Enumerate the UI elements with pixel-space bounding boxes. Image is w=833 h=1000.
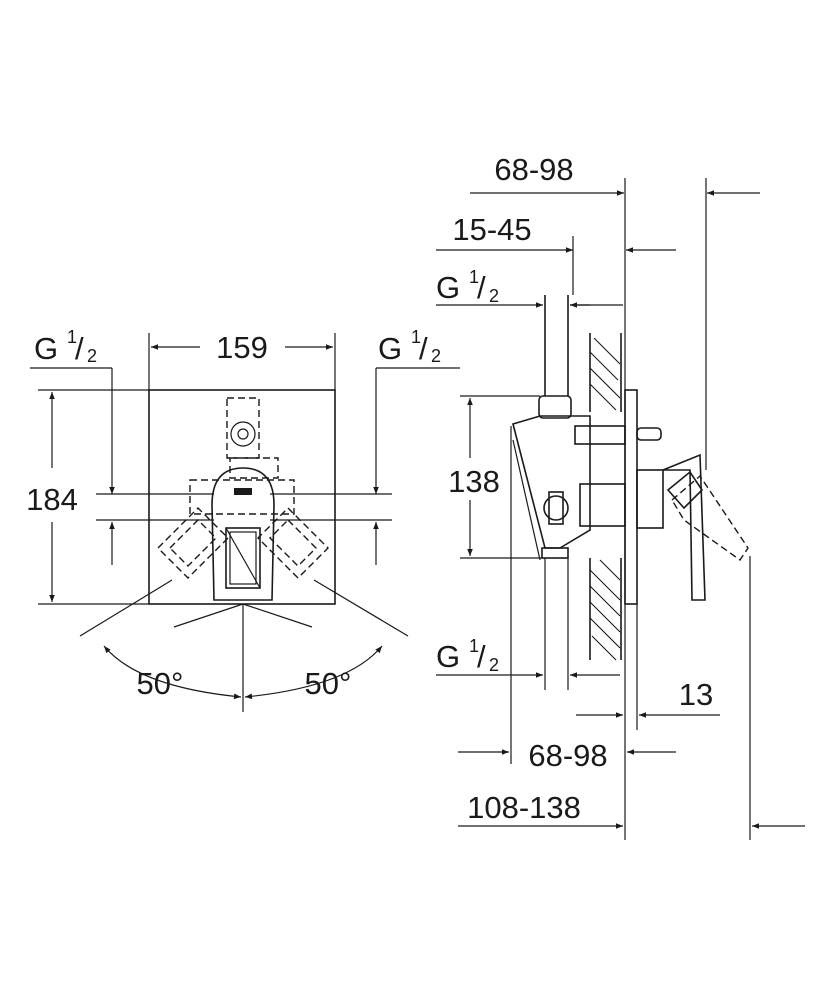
dim-top-inner: 15-45 <box>452 212 531 247</box>
dim-bottom-long: 108-138 <box>467 790 581 825</box>
svg-text:2: 2 <box>431 346 441 366</box>
valve-body-hidden <box>157 397 329 579</box>
svg-text:/: / <box>477 639 486 674</box>
dim-height: 184 <box>26 482 78 517</box>
svg-text:G: G <box>378 331 402 366</box>
svg-text:/: / <box>75 331 84 366</box>
side-view: 68-98 15-45 G 1 / 2 138 G 1 / <box>436 152 805 840</box>
cover-plate-side <box>624 389 638 605</box>
svg-text:1: 1 <box>67 327 77 347</box>
dim-bottom-mid: 68-98 <box>528 738 607 773</box>
dim-width: 159 <box>216 330 268 365</box>
svg-text:2: 2 <box>489 286 499 306</box>
svg-text:G: G <box>34 331 58 366</box>
front-view: 159 184 G 1 / 2 G 1 / 2 <box>26 327 460 712</box>
dim-height-side: 138 <box>448 464 500 499</box>
dim-plate: 13 <box>679 677 713 712</box>
svg-text:1: 1 <box>411 327 421 347</box>
angle-left-label: 50° <box>137 666 184 701</box>
thread-label-top: G 1 / 2 <box>436 267 499 306</box>
thread-label-right: G 1 / 2 <box>378 327 441 366</box>
svg-text:G: G <box>436 270 460 305</box>
thread-label-left: G 1 / 2 <box>34 327 97 366</box>
svg-text:1: 1 <box>469 636 479 656</box>
thread-label-bottom: G 1 / 2 <box>436 636 499 675</box>
brand-logo-icon <box>234 488 252 495</box>
svg-text:/: / <box>477 270 486 305</box>
valve-body-side <box>512 295 662 561</box>
svg-text:2: 2 <box>87 346 97 366</box>
wall-section <box>589 333 622 661</box>
svg-text:/: / <box>419 331 428 366</box>
svg-text:1: 1 <box>469 267 479 287</box>
dim-top-outer: 68-98 <box>494 152 573 187</box>
svg-text:G: G <box>436 639 460 674</box>
svg-text:2: 2 <box>489 655 499 675</box>
handle-side <box>636 453 749 601</box>
handle-front <box>211 467 275 601</box>
angle-right-label: 50° <box>305 666 352 701</box>
